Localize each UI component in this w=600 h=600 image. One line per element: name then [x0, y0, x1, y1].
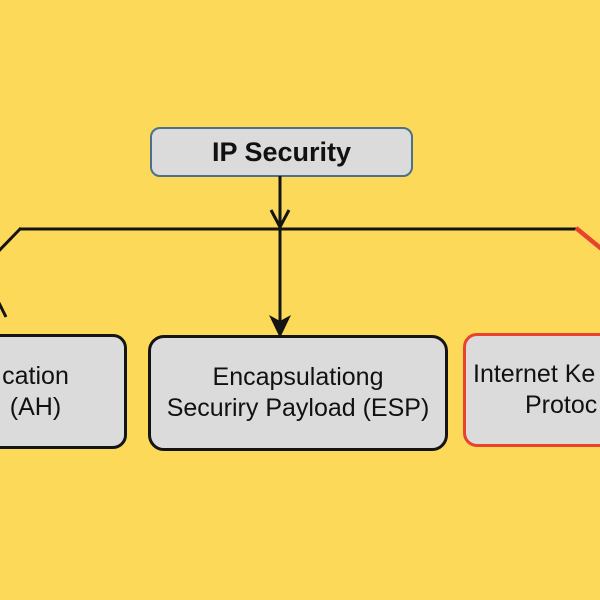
authentication-header-node: cation (AH)	[0, 334, 127, 449]
ip-security-label: IP Security	[211, 136, 352, 167]
esp-label-line1: Encapsulationg	[212, 363, 384, 391]
ah-label-line1: cation	[2, 361, 69, 390]
ip-security-node: IP Security	[150, 127, 413, 177]
ike-label-line1: Internet Ke	[473, 360, 596, 388]
ah-label-line2: (AH)	[9, 392, 62, 421]
connector-left-sliver	[0, 301, 8, 318]
connector-right-diagonal-red	[574, 226, 600, 251]
arrowhead-open-icon	[269, 209, 291, 231]
ike-label-line2: Protoc	[525, 391, 598, 419]
esp-node: Encapsulationg Securiry Payload (ESP)	[148, 335, 448, 451]
internet-key-exchange-node: Internet Ke Protoc	[463, 333, 600, 447]
connector-left-diagonal	[0, 226, 23, 252]
esp-label-line2: Securiry Payload (ESP)	[166, 394, 430, 422]
